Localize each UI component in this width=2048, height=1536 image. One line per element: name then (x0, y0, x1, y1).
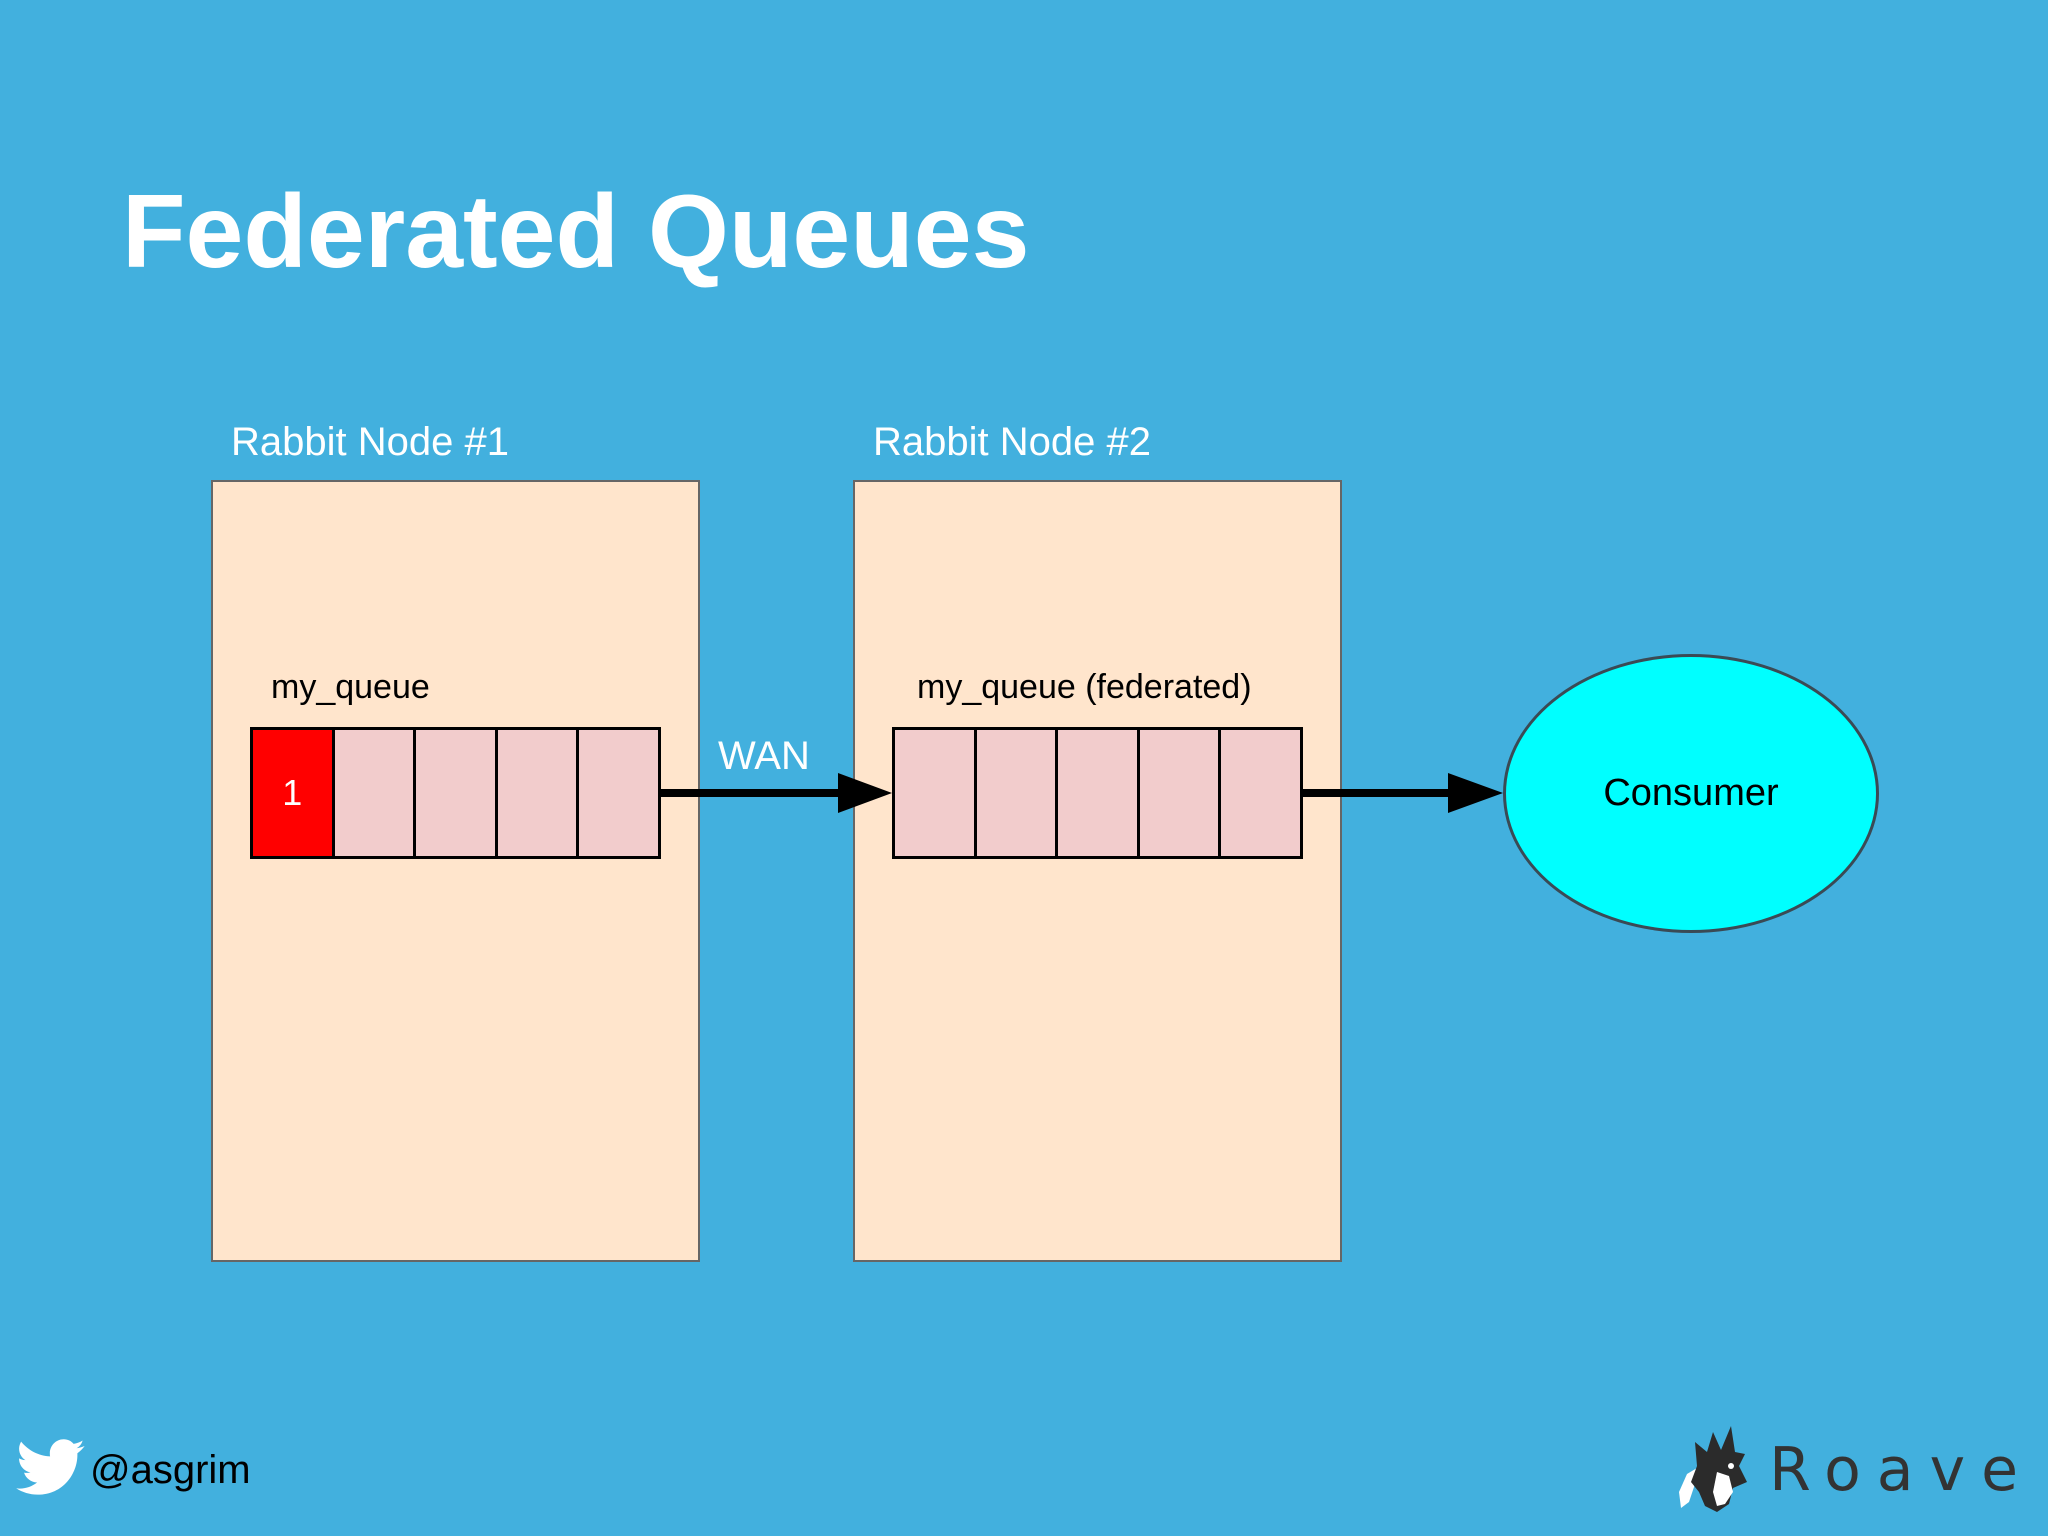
brand-logo: Roave (1669, 1420, 2034, 1520)
node-1-queue: 1 (250, 727, 661, 859)
node-1-queue-label: my_queue (271, 668, 430, 706)
queue-cell (1139, 730, 1219, 856)
brand-name: Roave (1769, 1435, 2034, 1505)
node-2-label: Rabbit Node #2 (873, 420, 1151, 464)
node-1-box (211, 480, 700, 1262)
wan-label: WAN (718, 734, 810, 778)
consumer-label: Consumer (1603, 772, 1779, 814)
slide-title: Federated Queues (122, 174, 1030, 290)
queue-cell (416, 730, 495, 856)
queue-cell-message: 1 (253, 730, 332, 856)
node-2-box (853, 480, 1342, 1262)
node-2-queue (892, 727, 1303, 859)
consumer-arrow-head (1448, 773, 1503, 813)
roave-dog-logo-icon (1669, 1422, 1759, 1519)
queue-cell (976, 730, 1056, 856)
twitter-handle: @asgrim (16, 1438, 251, 1502)
queue-cell (334, 730, 414, 856)
handle-text: @asgrim (90, 1447, 251, 1492)
consumer-node: Consumer (1503, 654, 1879, 933)
queue-cell (1221, 730, 1300, 856)
queue-cell (895, 730, 974, 856)
queue-cell (1058, 730, 1137, 856)
wan-arrow-head (838, 773, 892, 813)
twitter-bird-icon (16, 1438, 86, 1502)
queue-cell (579, 730, 658, 856)
queue-cell (497, 730, 577, 856)
node-1-label: Rabbit Node #1 (231, 420, 509, 464)
node-2-queue-label: my_queue (federated) (917, 668, 1252, 706)
